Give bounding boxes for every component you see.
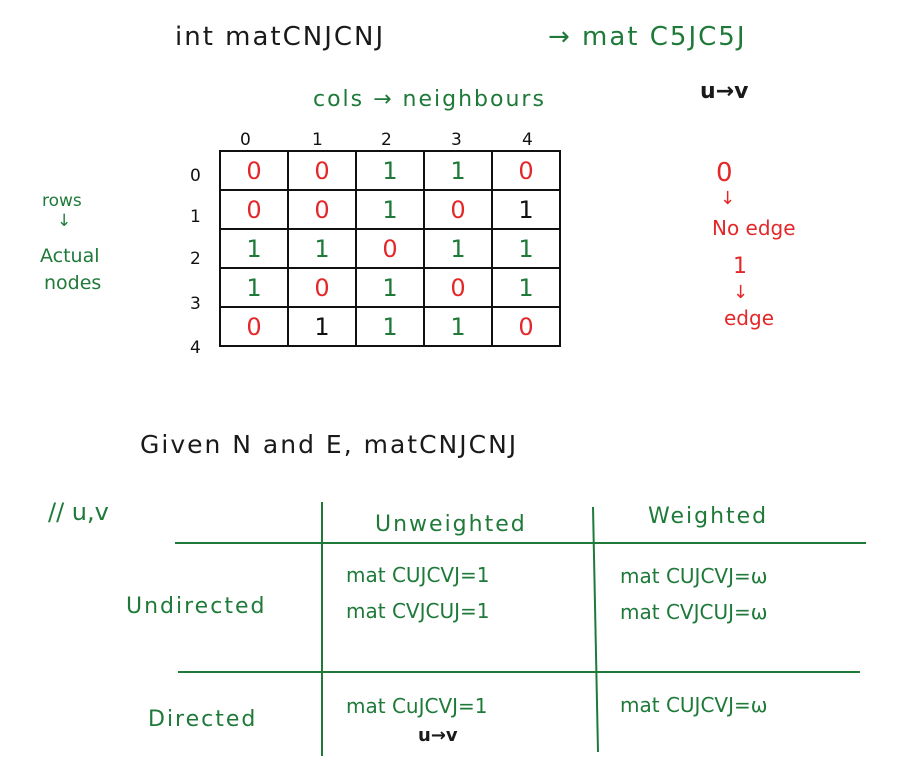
col-unweighted: Unweighted xyxy=(375,512,527,537)
matrix-cell: 0 xyxy=(219,189,289,230)
matrix-cell: 1 xyxy=(219,267,289,308)
uv-notation: u→v xyxy=(700,79,749,104)
matrix-cell: 1 xyxy=(219,228,289,269)
rows-label-actual: Actual xyxy=(40,245,100,267)
matrix-cell: 0 xyxy=(423,189,493,230)
given-statement: Given N and E, matCNJCNJ xyxy=(140,430,519,459)
directed-uv-note: u→v xyxy=(418,725,458,746)
row-directed: Directed xyxy=(148,707,258,732)
matrix-cell: 1 xyxy=(287,306,357,347)
matrix-cell: 1 xyxy=(491,267,561,308)
matrix-cell: 0 xyxy=(287,267,357,308)
matrix-row: 0 1 1 1 0 xyxy=(219,306,561,347)
rows-label: rows xyxy=(42,191,82,211)
col-header: 1 xyxy=(312,130,323,150)
matrix-cell: 0 xyxy=(287,189,357,230)
legend-arrow-icon: ↓ xyxy=(733,282,749,303)
legend-edge: edge xyxy=(724,306,774,330)
matrix-cell: 1 xyxy=(355,189,425,230)
matrix-example: → mat C5JC5J xyxy=(548,22,747,52)
col-header: 2 xyxy=(381,130,392,150)
matrix-cell: 1 xyxy=(423,228,493,269)
matrix-cell: 1 xyxy=(423,150,493,191)
adjacency-matrix: 0 0 1 1 0 0 0 1 0 1 1 1 0 1 1 1 xyxy=(219,150,561,347)
legend-no-edge: No edge xyxy=(712,216,796,240)
uv-comment: // u,v xyxy=(48,498,109,526)
matrix-row: 1 1 0 1 1 xyxy=(219,228,561,269)
row-header: 2 xyxy=(190,249,201,269)
col-header: 3 xyxy=(451,130,462,150)
undirected-weighted-1: mat CUJCVJ=ω xyxy=(620,564,768,588)
undirected-weighted-2: mat CVJCUJ=ω xyxy=(620,600,768,624)
rows-label-nodes: nodes xyxy=(44,272,102,294)
matrix-row: 1 0 1 0 1 xyxy=(219,267,561,308)
matrix-declaration: int matCNJCNJ xyxy=(175,22,386,52)
legend-zero: 0 xyxy=(716,158,733,188)
col-header: 4 xyxy=(522,130,533,150)
matrix-cell: 0 xyxy=(491,150,561,191)
col-weighted: Weighted xyxy=(648,504,769,529)
rows-arrow-icon: ↓ xyxy=(57,211,72,231)
matrix-row: 0 0 1 1 0 xyxy=(219,150,561,191)
legend-one: 1 xyxy=(733,254,747,279)
matrix-cell: 1 xyxy=(355,267,425,308)
matrix-cell: 1 xyxy=(491,189,561,230)
matrix-cell: 1 xyxy=(355,150,425,191)
matrix-cell: 0 xyxy=(287,150,357,191)
directed-weighted: mat CUJCVJ=ω xyxy=(620,693,768,717)
matrix-cell: 1 xyxy=(491,228,561,269)
directed-unweighted: mat CuJCVJ=1 xyxy=(346,694,488,718)
row-undirected: Undirected xyxy=(126,594,267,619)
row-header: 0 xyxy=(190,166,201,186)
matrix-cell: 0 xyxy=(355,228,425,269)
matrix-cell: 1 xyxy=(423,306,493,347)
matrix-cell: 0 xyxy=(423,267,493,308)
matrix-cell: 0 xyxy=(219,306,289,347)
legend-arrow-icon: ↓ xyxy=(720,188,736,209)
matrix-row: 0 0 1 0 1 xyxy=(219,189,561,230)
col-header: 0 xyxy=(240,130,251,150)
undirected-unweighted-2: mat CVJCUJ=1 xyxy=(346,599,490,623)
undirected-unweighted-1: mat CUJCVJ=1 xyxy=(346,563,490,587)
matrix-cell: 1 xyxy=(287,228,357,269)
row-header: 4 xyxy=(190,338,201,358)
matrix-cell: 0 xyxy=(219,150,289,191)
row-header: 3 xyxy=(190,294,201,314)
matrix-cell: 0 xyxy=(491,306,561,347)
row-header: 1 xyxy=(190,207,201,227)
matrix-cell: 1 xyxy=(355,306,425,347)
cols-label: cols → neighbours xyxy=(313,87,546,112)
